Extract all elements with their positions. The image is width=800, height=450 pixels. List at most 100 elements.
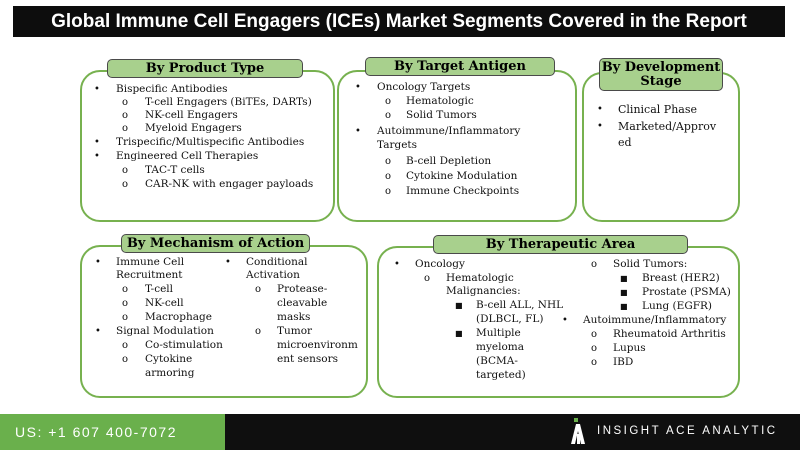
- list-item: Bispecific Antibodies: [116, 83, 228, 95]
- list-item: microenvironm: [277, 339, 358, 351]
- bullet-circle: o: [122, 354, 129, 365]
- page-title: Global Immune Cell Engagers (ICEs) Marke…: [51, 10, 747, 32]
- bullet-circle: o: [122, 312, 129, 323]
- bullet-dot: •: [95, 257, 101, 268]
- bullet-dot: •: [225, 257, 231, 268]
- list-item: Solid Tumors:: [613, 258, 688, 270]
- list-item: Malignancies:: [446, 285, 521, 297]
- bullet-circle: o: [122, 179, 129, 190]
- list-item: Breast (HER2): [642, 272, 720, 284]
- list-item: Myeloid Engagers: [145, 122, 242, 134]
- list-item: masks: [277, 311, 311, 323]
- footer-phone-bar: US: +1 607 400-7072: [0, 414, 225, 450]
- bullet-square: ■: [620, 288, 628, 297]
- target-antigen-box: [337, 70, 577, 222]
- mechanism-header: By Mechanism of Action: [121, 234, 310, 253]
- bullet-dot: •: [95, 326, 101, 337]
- brand-name: INSIGHT ACE ANALYTIC: [597, 425, 778, 437]
- list-item: Solid Tumors: [406, 109, 477, 121]
- list-item: CAR-NK with engager payloads: [145, 178, 314, 190]
- list-item: Autoimmune/Inflammatory: [377, 125, 521, 137]
- list-item: Multiple: [476, 327, 521, 339]
- bullet-dot: •: [355, 126, 361, 137]
- target-antigen-header: By Target Antigen: [365, 57, 555, 76]
- bullet-circle: o: [122, 165, 129, 176]
- list-item: B-cell ALL, NHL: [476, 299, 564, 311]
- bullet-circle: o: [591, 259, 598, 270]
- bullet-circle: o: [122, 110, 129, 121]
- bullet-circle: o: [424, 273, 431, 284]
- therapeutic-header: By Therapeutic Area: [433, 235, 688, 254]
- bullet-circle: o: [122, 284, 129, 295]
- bullet-dot: •: [94, 137, 100, 148]
- list-item: Clinical Phase: [618, 103, 697, 116]
- title-bar: Global Immune Cell Engagers (ICEs) Marke…: [13, 6, 785, 37]
- list-item: Recruitment: [116, 269, 183, 281]
- development-stage-box: [582, 72, 740, 222]
- list-item: Lung (EGFR): [642, 300, 712, 312]
- bullet-circle: o: [591, 329, 598, 340]
- list-item: Oncology Targets: [377, 81, 471, 93]
- list-item: Immune Checkpoints: [406, 185, 520, 197]
- list-item: Marketed/Approv: [618, 120, 717, 133]
- bullet-circle: o: [122, 340, 129, 351]
- bullet-circle: o: [122, 298, 129, 309]
- bullet-circle: o: [385, 171, 392, 182]
- list-item: Engineered Cell Therapies: [116, 150, 259, 162]
- bullet-dot: •: [94, 84, 100, 95]
- list-item: Autoimmune/Inflammatory: [583, 314, 727, 326]
- list-item: targeted): [476, 369, 526, 381]
- list-item: Protease-: [277, 283, 328, 295]
- product-type-header: By Product Type: [107, 59, 303, 78]
- bullet-circle: o: [385, 96, 392, 107]
- bullet-circle: o: [591, 357, 598, 368]
- bullet-dot: •: [562, 315, 568, 326]
- development-stage-header-line: Stage: [640, 73, 682, 89]
- list-item: Rheumatoid Arthritis: [613, 328, 726, 340]
- list-item: Co-stimulation: [145, 339, 223, 351]
- bullet-square: ■: [455, 301, 463, 310]
- list-item: Cytokine Modulation: [406, 170, 518, 182]
- bullet-dot: •: [94, 151, 100, 162]
- bullet-circle: o: [255, 284, 262, 295]
- list-item: Prostate (PSMA): [642, 286, 731, 298]
- list-item: cleavable: [277, 297, 328, 309]
- list-item: TAC-T cells: [145, 164, 205, 176]
- bullet-circle: o: [591, 343, 598, 354]
- insight-ace-logo-icon: [571, 418, 585, 444]
- list-item: T-cell: [145, 283, 174, 295]
- list-item: B-cell Depletion: [406, 155, 492, 167]
- bullet-dot: •: [597, 104, 603, 115]
- bullet-square: ■: [620, 274, 628, 283]
- list-item: Cytokine: [145, 353, 193, 365]
- list-item: Oncology: [415, 258, 465, 270]
- bullet-square: ■: [455, 329, 463, 338]
- list-item: (BCMA-: [476, 355, 518, 367]
- list-item: myeloma: [476, 341, 524, 353]
- list-item: Lupus: [613, 342, 646, 354]
- development-stage-header-line: By Development: [601, 59, 721, 75]
- list-item: Trispecific/Multispecific Antibodies: [116, 136, 305, 148]
- list-item: ed: [618, 136, 632, 149]
- bullet-dot: •: [394, 259, 400, 270]
- list-item: Targets: [377, 139, 418, 151]
- phone-number: US: +1 607 400-7072: [15, 424, 177, 440]
- list-item: armoring: [145, 367, 195, 379]
- list-item: IBD: [613, 356, 634, 368]
- list-item: Activation: [246, 269, 300, 281]
- bullet-circle: o: [122, 97, 129, 108]
- list-item: Tumor: [277, 325, 313, 337]
- list-item: Macrophage: [145, 311, 212, 323]
- bullet-square: ■: [620, 302, 628, 311]
- bullet-circle: o: [385, 186, 392, 197]
- list-item: ent sensors: [277, 353, 339, 365]
- therapeutic-box: [377, 246, 740, 398]
- list-item: Immune Cell: [116, 256, 185, 268]
- bullet-circle: o: [385, 156, 392, 167]
- bullet-circle: o: [122, 123, 129, 134]
- list-item: Signal Modulation: [116, 325, 214, 337]
- bullet-circle: o: [255, 326, 262, 337]
- list-item: Hematologic: [406, 95, 474, 107]
- list-item: Conditional: [246, 256, 308, 268]
- list-item: Hematologic: [446, 272, 514, 284]
